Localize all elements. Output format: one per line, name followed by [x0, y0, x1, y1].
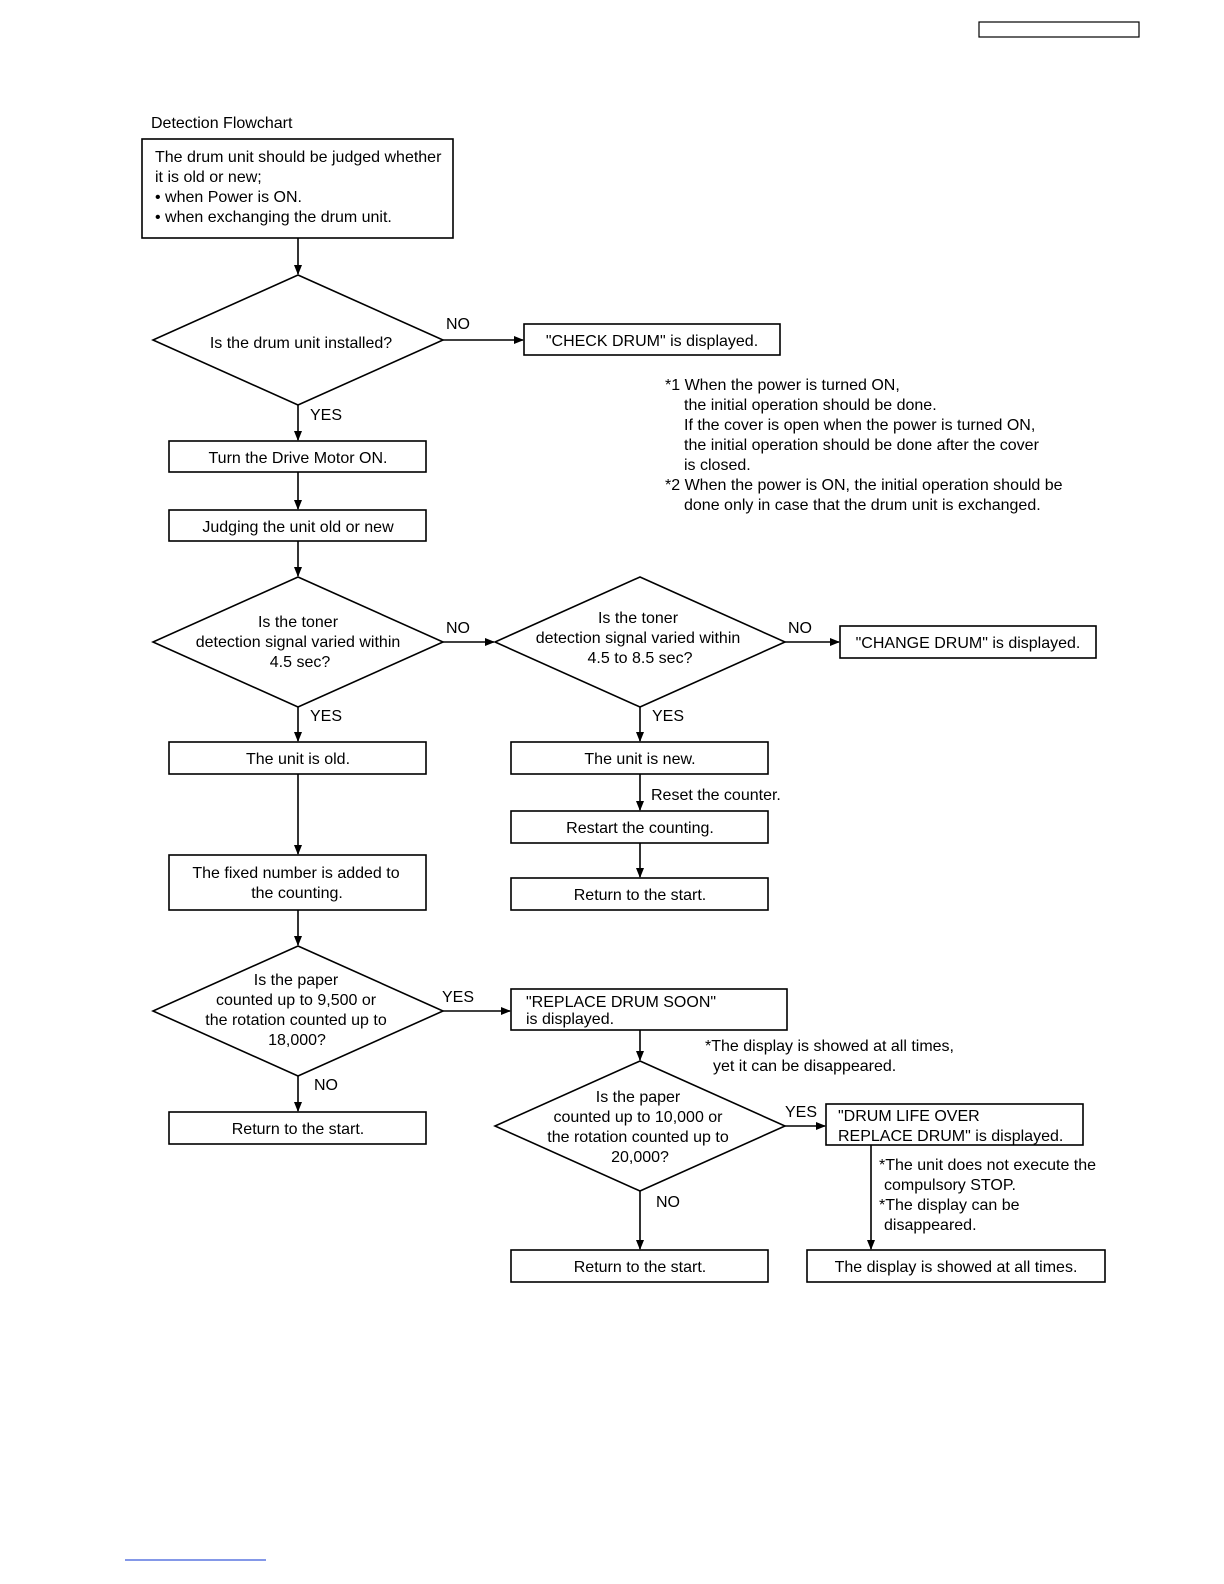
life-note-line-4: disappeared. [884, 1217, 977, 1234]
return-start-box-3: Return to the start. [510, 1249, 769, 1283]
decision-toner-4-5-line-3: 4.5 sec? [270, 654, 331, 671]
start-box-line-1: The drum unit should be judged whether [155, 149, 442, 166]
return-start-text-3: Return to the start. [574, 1259, 707, 1276]
note-line-2: the initial operation should be done. [684, 397, 937, 414]
life-note-line-1: *The unit does not execute the [879, 1157, 1096, 1174]
drive-motor-text: Turn the Drive Motor ON. [208, 450, 387, 467]
change-drum-text: "CHANGE DRUM" is displayed. [856, 635, 1081, 652]
decision-drum-installed: Is the drum unit installed? [151, 274, 445, 406]
decision-toner-8-5-line-1: Is the toner [598, 610, 679, 627]
label-no-installed: NO [446, 316, 470, 333]
note-line-5: is closed. [684, 457, 751, 474]
label-no-toner2: NO [788, 620, 812, 637]
life-note-line-3: *The display can be [879, 1197, 1020, 1214]
display-always-text: The display is showed at all times. [835, 1259, 1078, 1276]
life-over-box: "DRUM LIFE OVER REPLACE DRUM" is display… [825, 1103, 1084, 1146]
note-line-1: *1 When the power is turned ON, [665, 377, 900, 394]
decision-toner-4-5-line-1: Is the toner [258, 614, 339, 631]
label-yes-toner1: YES [310, 708, 342, 725]
decision-toner-4-5-line-2: detection signal varied within [196, 634, 401, 651]
start-box-line-4: • when exchanging the drum unit. [155, 209, 392, 226]
change-drum-box: "CHANGE DRUM" is displayed. [839, 625, 1097, 659]
note-line-7: done only in case that the drum unit is … [684, 497, 1041, 514]
reset-counter-label: Reset the counter. [651, 787, 781, 804]
decision-paper-9500: Is the paper counted up to 9,500 or the … [151, 945, 445, 1077]
decision-paper-9500-line-4: 18,000? [268, 1032, 326, 1049]
fixed-number-box: The fixed number is added to the countin… [168, 854, 427, 911]
flowchart-title: Detection Flowchart [151, 115, 293, 132]
return-start-box-2: Return to the start. [168, 1111, 427, 1145]
unit-old-text: The unit is old. [246, 751, 350, 768]
start-box: The drum unit should be judged whether i… [141, 138, 454, 239]
start-box-line-2: it is old or new; [155, 169, 262, 186]
label-yes-paper2: YES [785, 1104, 817, 1121]
note-line-4: the initial operation should be done aft… [684, 437, 1040, 454]
note-line-6: *2 When the power is ON, the initial ope… [665, 477, 1063, 494]
unit-new-box: The unit is new. [510, 741, 769, 775]
fixed-number-line-1: The fixed number is added to [192, 865, 399, 882]
label-no-paper2: NO [656, 1194, 680, 1211]
display-always-box: The display is showed at all times. [806, 1249, 1106, 1283]
restart-counting-text: Restart the counting. [566, 820, 714, 837]
fixed-number-line-2: the counting. [251, 885, 343, 902]
judging-box: Judging the unit old or new [168, 509, 427, 542]
decision-drum-installed-text: Is the drum unit installed? [210, 335, 392, 352]
decision-paper-9500-line-1: Is the paper [254, 972, 339, 989]
decision-paper-10000-line-3: the rotation counted up to [547, 1129, 729, 1146]
return-start-text-1: Return to the start. [574, 887, 707, 904]
return-start-text-2: Return to the start. [232, 1121, 365, 1138]
decision-toner-4-5-to-8-5: Is the toner detection signal varied wit… [493, 576, 787, 708]
decision-paper-10000-line-4: 20,000? [611, 1149, 669, 1166]
restart-counting-box: Restart the counting. [510, 810, 769, 844]
notes-block: *1 When the power is turned ON, the init… [665, 377, 1063, 514]
page-header-box [978, 21, 1140, 38]
replace-note-line-1: *The display is showed at all times, [705, 1038, 954, 1055]
unit-old-box: The unit is old. [168, 741, 427, 775]
decision-paper-10000: Is the paper counted up to 10,000 or the… [493, 1060, 787, 1192]
unit-new-text: The unit is new. [584, 751, 695, 768]
check-drum-text: "CHECK DRUM" is displayed. [546, 333, 758, 350]
decision-toner-8-5-line-3: 4.5 to 8.5 sec? [588, 650, 693, 667]
decision-toner-4-5: Is the toner detection signal varied wit… [151, 576, 445, 708]
life-over-line-1: "DRUM LIFE OVER [838, 1108, 980, 1125]
life-note-line-2: compulsory STOP. [884, 1177, 1016, 1194]
label-yes-installed: YES [310, 407, 342, 424]
replace-soon-line-2: is displayed. [526, 1011, 614, 1028]
decision-paper-10000-line-1: Is the paper [596, 1089, 681, 1106]
decision-toner-8-5-line-2: detection signal varied within [536, 630, 741, 647]
replace-note-line-2: yet it can be disappeared. [713, 1058, 896, 1075]
label-yes-toner2: YES [652, 708, 684, 725]
label-no-toner1: NO [446, 620, 470, 637]
label-no-paper1: NO [314, 1077, 338, 1094]
judging-text: Judging the unit old or new [202, 519, 394, 536]
decision-paper-9500-line-2: counted up to 9,500 or [216, 992, 377, 1009]
note-line-3: If the cover is open when the power is t… [684, 417, 1035, 434]
replace-soon-box: "REPLACE DRUM SOON" is displayed. [510, 988, 788, 1031]
drive-motor-box: Turn the Drive Motor ON. [168, 440, 427, 473]
return-start-box-1: Return to the start. [510, 877, 769, 911]
replace-soon-line-1: "REPLACE DRUM SOON" [526, 994, 716, 1011]
start-box-line-3: • when Power is ON. [155, 189, 302, 206]
label-yes-paper1: YES [442, 989, 474, 1006]
decision-paper-9500-line-3: the rotation counted up to [205, 1012, 387, 1029]
check-drum-box: "CHECK DRUM" is displayed. [523, 323, 781, 356]
life-over-line-2: REPLACE DRUM" is displayed. [838, 1128, 1063, 1145]
decision-paper-10000-line-2: counted up to 10,000 or [553, 1109, 723, 1126]
